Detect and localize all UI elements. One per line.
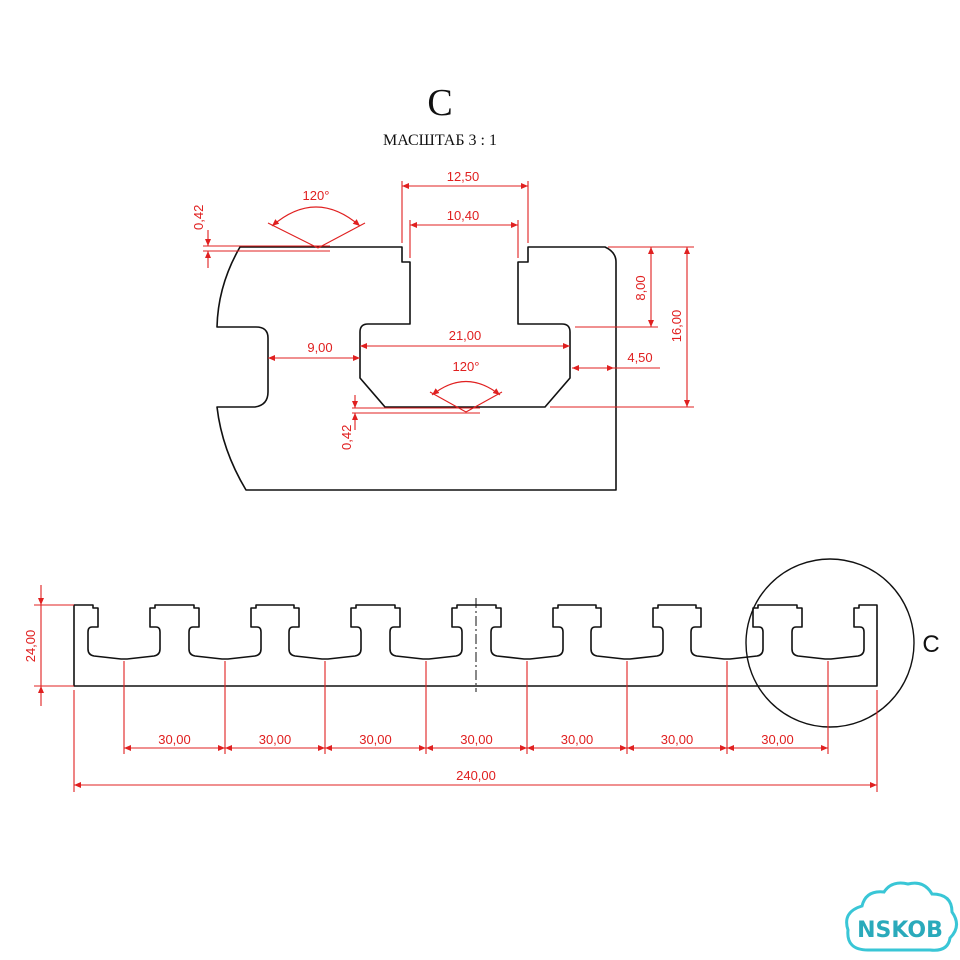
detail-label: C xyxy=(427,82,452,124)
dim-slot-depth-text: 8,00 xyxy=(633,275,648,300)
dim-angle-bottom: 120° xyxy=(429,359,503,413)
pitch-dim-text: 30,00 xyxy=(259,732,292,747)
pitch-dim-text: 30,00 xyxy=(661,732,694,747)
dim-groove-inner: 10,40 xyxy=(409,208,519,258)
dim-web-text: 9,00 xyxy=(307,340,332,355)
dim-lip-text: 4,50 xyxy=(627,350,652,365)
dim-chamfer-bottom: 0,42 xyxy=(339,395,480,450)
dim-slot-width-text: 21,00 xyxy=(449,328,482,343)
dim-height: 16,00 xyxy=(550,246,694,408)
detail-callout-label: C xyxy=(922,631,939,658)
detail-callout-circle xyxy=(745,558,915,728)
pitch-dim-text: 30,00 xyxy=(158,732,191,747)
dim-angle-top: 120° xyxy=(267,188,366,249)
dim-slot-width: 21,00 xyxy=(360,328,570,349)
nskob-logo: NSKOB xyxy=(845,881,958,952)
dim-overview-height-text: 24,00 xyxy=(23,630,38,663)
dim-chamfer-top-text: 0,42 xyxy=(191,205,206,230)
pitch-dim-text: 30,00 xyxy=(460,732,493,747)
dim-height-text: 16,00 xyxy=(669,310,684,343)
detail-profile xyxy=(216,246,617,491)
overview-profile xyxy=(73,604,878,687)
dim-web: 9,00 xyxy=(268,340,360,361)
dim-chamfer-top: 0,42 xyxy=(191,205,330,268)
dim-lip: 4,50 xyxy=(572,350,660,371)
pitch-dim-text: 30,00 xyxy=(359,732,392,747)
pitch-dim-text: 30,00 xyxy=(761,732,794,747)
logo-text: NSKOB xyxy=(857,918,943,943)
cloud-icon xyxy=(845,881,958,952)
dim-total-length-text: 240,00 xyxy=(456,768,496,783)
dim-angle-top-text: 120° xyxy=(303,188,330,203)
dim-groove-outer: 12,50 xyxy=(401,169,529,243)
dim-overview-height: 24,00 xyxy=(23,585,74,706)
dim-groove-outer-text: 12,50 xyxy=(447,169,480,184)
pitch-dimensions: 30,00 30,00 30,00 30,00 30,00 30,00 30,00 xyxy=(123,661,829,754)
dim-angle-bottom-text: 120° xyxy=(453,359,480,374)
pitch-dim-text: 30,00 xyxy=(561,732,594,747)
dim-total-length: 240,00 xyxy=(73,690,878,792)
dim-groove-inner-text: 10,40 xyxy=(447,208,480,223)
detail-scale-label: МАСШТАБ 3 : 1 xyxy=(383,132,497,149)
rail-outline xyxy=(73,604,878,687)
dim-chamfer-bottom-text: 0,42 xyxy=(339,425,354,450)
